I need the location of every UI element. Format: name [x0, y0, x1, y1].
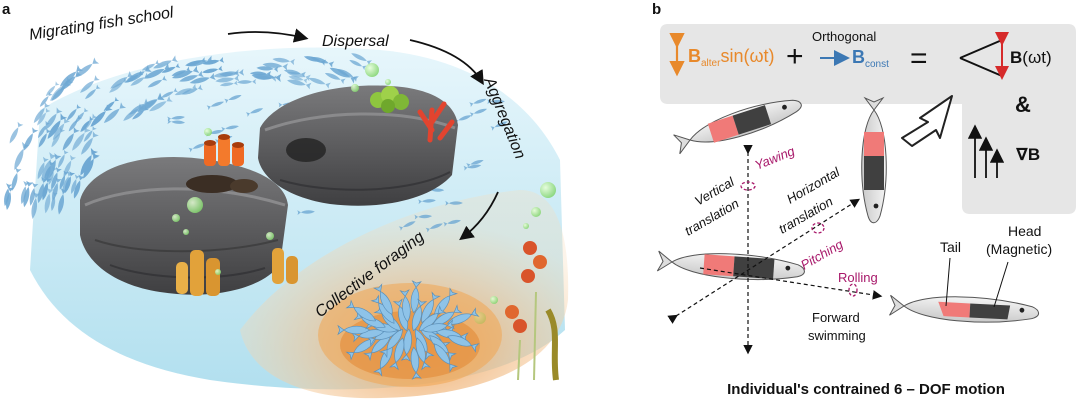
fish-anatomy — [889, 294, 1040, 323]
bubble — [183, 229, 189, 235]
label-tail: Tail — [940, 239, 961, 255]
bubble — [523, 223, 529, 229]
label-pitching: Pitching — [798, 236, 846, 272]
rotation-icons — [740, 181, 858, 297]
label-migrating-fish-school: Migrating fish school — [28, 4, 175, 44]
fish-pitching — [861, 96, 887, 224]
label-head-magnetic: (Magnetic) — [986, 241, 1052, 257]
label-rolling: Rolling — [838, 270, 878, 285]
b-const-symbol: B — [852, 47, 865, 67]
rotating-field-diagram — [959, 32, 1009, 80]
bubble — [385, 79, 391, 85]
arrow-to-foraging — [459, 191, 499, 241]
b-const-subscript: const — [865, 59, 889, 70]
label-vertical-2: translation — [682, 196, 741, 239]
bubble — [187, 197, 203, 213]
bubble — [365, 63, 379, 77]
plus-sign: + — [786, 40, 804, 73]
yellow-sponge-left — [176, 250, 220, 296]
label-head: Head — [1008, 223, 1041, 239]
bubble — [540, 182, 556, 198]
rock-right — [258, 85, 458, 206]
b-result-symbol: B — [1010, 48, 1022, 67]
green-algae — [370, 86, 409, 113]
foraging-cluster — [318, 280, 502, 387]
equals-sign: = — [910, 42, 928, 75]
orange-tube-coral — [204, 134, 244, 166]
equation-box — [660, 24, 1076, 214]
rock-left — [80, 156, 288, 295]
gradient-field-arrows — [967, 124, 1005, 178]
sin-expression: sin(ωt) — [720, 46, 774, 66]
bubble — [215, 269, 221, 275]
bubble — [266, 232, 274, 240]
gradient-b-label: ∇B — [1016, 145, 1040, 164]
outline-pointer-arrow — [901, 95, 953, 147]
label-dispersal: Dispersal — [322, 33, 389, 50]
bubble — [172, 214, 180, 222]
panel-a: a — [1, 1, 569, 399]
b-alter-symbol: B — [688, 46, 701, 66]
red-seaweed-right — [505, 241, 559, 381]
label-forward-2: swimming — [808, 328, 866, 343]
panel-b-caption: Individual's contrained 6 – DOF motion — [727, 381, 1005, 398]
b-alter-term: Baltersin(ωt) — [688, 46, 775, 69]
b-omega-t-term: B(ωt) — [1010, 48, 1052, 67]
b-const-term: Bconst — [852, 47, 889, 70]
bubble — [531, 207, 541, 217]
bubble — [351, 84, 359, 92]
b-alter-subscript: alter — [701, 58, 721, 69]
label-forward-1: Forward — [812, 310, 860, 325]
motion-axes — [667, 144, 883, 355]
bubble — [204, 128, 212, 136]
b-result-argument: (ωt) — [1022, 48, 1051, 67]
panel-b: b Baltersin(ωt) + Orthogonal Bconst = B(… — [652, 1, 1076, 398]
head-pointer — [993, 261, 1009, 308]
ampersand: & — [1015, 92, 1031, 117]
panel-a-letter: a — [2, 1, 11, 18]
label-yawing: Yawing — [753, 143, 798, 173]
label-orthogonal: Orthogonal — [812, 29, 876, 44]
yellow-sponge-right — [272, 248, 298, 284]
fish-center — [656, 250, 805, 280]
arrow-to-dispersal — [227, 28, 309, 43]
fish-yawing — [673, 99, 802, 155]
tail-pointer — [945, 257, 951, 307]
label-horizontal-2: translation — [776, 194, 835, 237]
label-horizontal-1: Horizontal — [784, 164, 843, 207]
panel-b-letter: b — [652, 1, 661, 18]
bubble — [490, 296, 498, 304]
school-fish — [6, 121, 24, 146]
red-branch-coral — [417, 101, 455, 143]
school-fish — [57, 64, 84, 90]
school-fish — [20, 127, 39, 153]
arrow-to-aggregation — [409, 39, 484, 86]
